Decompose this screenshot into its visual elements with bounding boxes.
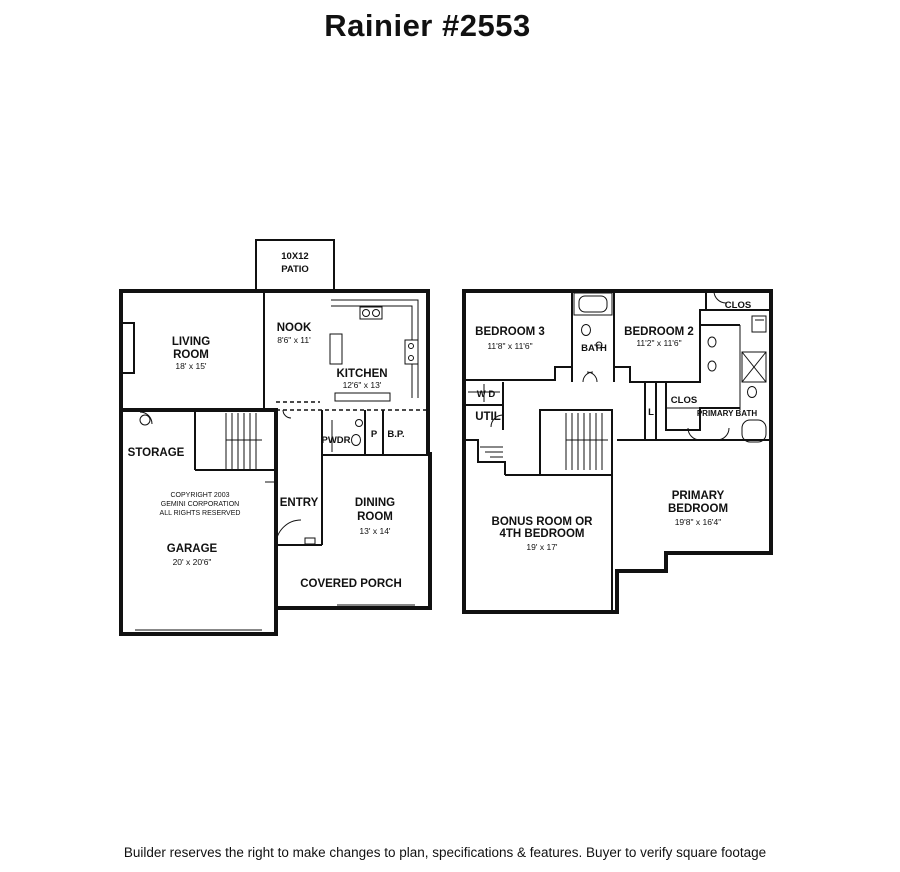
bath-sink <box>595 341 603 349</box>
bath-tub <box>573 292 613 316</box>
disclaimer-footer: Builder reserves the right to make chang… <box>123 845 767 860</box>
bath-label: BATH <box>581 343 607 354</box>
dining-room-label-2: ROOM <box>357 511 393 523</box>
patio-size-label: 10X12 <box>281 251 308 262</box>
primary-sink-2 <box>707 360 717 372</box>
living-room-dim: 18' x 15' <box>175 361 207 371</box>
closet-label-lower: CLOS <box>671 395 697 406</box>
patio-label: PATIO <box>281 264 309 275</box>
bonus-room-label-1: BONUS ROOM OR <box>492 516 594 528</box>
upper-floor-labels: BEDROOM 3 11'8" x 11'6" BATH BEDROOM 2 1… <box>475 300 757 552</box>
kitchen-label: KITCHEN <box>336 368 387 380</box>
living-room-label-1: LIVING <box>172 336 210 348</box>
pwdr-label: PWDR <box>321 435 350 446</box>
nook-dim: 8'6" x 11' <box>277 335 311 345</box>
primary-bedroom-dim: 19'8" x 16'4" <box>675 517 722 527</box>
kitchen-island <box>329 333 343 365</box>
clos2-wall <box>665 382 740 431</box>
primary-sink-1 <box>707 336 717 348</box>
upper-floor <box>462 289 773 614</box>
main-stairs <box>225 413 262 470</box>
bedroom2-dim: 11'2" x 11'6" <box>636 338 681 348</box>
entry-label: ENTRY <box>280 497 319 509</box>
pwdr-sink <box>355 419 363 427</box>
storage-label: STORAGE <box>128 447 185 459</box>
nook-label: NOOK <box>277 322 312 334</box>
bath-toilet <box>581 324 591 336</box>
utility-label: UTIL <box>475 411 501 423</box>
dining-room-dim: 13' x 14' <box>359 526 391 536</box>
primary-bath-wall <box>699 324 740 382</box>
bonus-east-wall <box>505 474 613 612</box>
water-heater <box>139 414 151 426</box>
kitchen-counter-inner <box>331 305 413 398</box>
fireplace <box>120 322 135 374</box>
plan-title: Rainier #2553 <box>324 8 531 43</box>
primary-bath-label: PRIMARY BATH <box>697 409 758 418</box>
pantry-label: P <box>371 429 378 440</box>
bedroom3-south-wall <box>464 366 572 381</box>
covered-porch-label: COVERED PORCH <box>300 578 402 590</box>
bonus-room-dim: 19' x 17' <box>526 542 558 552</box>
primary-tub <box>741 419 767 443</box>
pwdr-toilet <box>351 434 361 446</box>
bedroom3-dim: 11'8" x 11'6" <box>487 341 532 351</box>
garage-entry-door <box>265 481 277 505</box>
garage-dim: 20' x 20'6" <box>173 557 212 567</box>
dining-room-label-1: DINING <box>355 497 395 509</box>
copyright-line-3: ALL RIGHTS RESERVED <box>160 510 241 517</box>
washer-dryer-label: W D <box>477 389 496 400</box>
front-door-swing <box>275 519 302 546</box>
copyright-line-1: COPYRIGHT 2003 <box>170 492 229 499</box>
kitchen-dim: 12'6" x 13' <box>343 380 382 390</box>
closet-label-upper: CLOS <box>725 300 751 311</box>
kitchen-peninsula <box>334 392 391 402</box>
linen-closet-label: L <box>648 407 654 418</box>
primary-bedroom-label-1: PRIMARY <box>672 490 725 502</box>
main-floor-exterior-walls <box>119 289 432 636</box>
main-floor-labels: 10X12 PATIO LIVING ROOM 18' x 15' NOOK 8… <box>128 251 405 590</box>
storage-door-swing <box>139 411 153 425</box>
garage-label: GARAGE <box>167 543 218 555</box>
upper-stairs <box>539 409 613 475</box>
kitchen-counter <box>331 299 419 398</box>
bonus-north-wall <box>464 439 506 475</box>
kitchen-sink <box>359 306 383 320</box>
upper-floor-exterior-walls <box>462 289 773 614</box>
primary-toilet <box>747 386 757 398</box>
bedroom3-label: BEDROOM 3 <box>475 326 545 338</box>
living-room-label-2: ROOM <box>173 349 209 361</box>
primary-shower <box>741 351 767 383</box>
primary-bedroom-label-2: BEDROOM <box>668 503 728 515</box>
bonus-room-label-2: 4TH BEDROOM <box>500 528 585 540</box>
bedroom2-south-wall <box>614 366 640 383</box>
main-floor <box>119 239 432 636</box>
bp-label: B.P. <box>387 429 404 440</box>
copyright-line-2: GEMINI CORPORATION <box>161 501 239 508</box>
bedroom2-label: BEDROOM 2 <box>624 326 694 338</box>
